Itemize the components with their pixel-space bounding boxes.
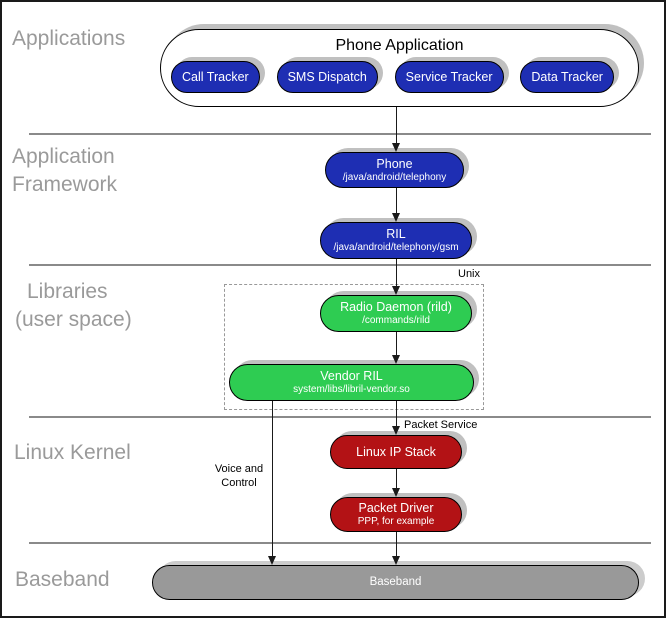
node-call-tracker: Call Tracker	[171, 61, 260, 93]
arrow-phone-to-ril-head	[392, 213, 400, 222]
node-service-tracker: Service Tracker	[394, 61, 504, 93]
node-baseband: Baseband	[152, 565, 639, 600]
node-sms-dispatch: SMS Dispatch	[276, 61, 378, 93]
node-packet-driver-title: Packet Driver	[358, 501, 434, 515]
divider-libraries-kernel	[29, 416, 651, 418]
node-vendor-ril-title: Vendor RIL	[320, 369, 383, 383]
section-label-framework-line1: Application	[12, 145, 115, 168]
node-phone-subtitle: /java/android/telephony	[342, 171, 447, 183]
section-label-libraries: Libraries (user space)	[15, 278, 132, 334]
arrow-vendor-ril-to-baseband	[272, 401, 273, 557]
node-sms-dispatch-label: SMS Dispatch	[287, 70, 367, 84]
section-label-libraries-line2: (user space)	[15, 308, 132, 331]
section-label-baseband: Baseband	[15, 566, 110, 594]
arrow-vendor-ril-to-ip-stack-head	[392, 426, 400, 435]
unix-dashed-box	[224, 284, 484, 410]
arrow-radio-daemon-to-vendor-ril	[396, 332, 397, 356]
voice-control-label-line1: Voice and	[214, 463, 264, 475]
node-data-tracker-label: Data Tracker	[531, 70, 603, 84]
voice-control-label-line2: Control	[221, 477, 257, 489]
node-linux-ip-stack-title: Linux IP Stack	[356, 444, 436, 459]
node-packet-driver: Packet Driver PPP, for example	[330, 497, 462, 532]
arrow-packet-driver-to-baseband	[396, 532, 397, 557]
section-label-application-framework: Application Framework	[12, 143, 117, 199]
node-phone-application-title: Phone Application	[335, 37, 464, 54]
arrow-ip-stack-to-packet-driver-head	[392, 488, 400, 497]
section-label-applications-text: Applications	[12, 27, 126, 50]
divider-kernel-baseband	[29, 542, 651, 544]
packet-service-label: Packet Service	[404, 419, 478, 431]
arrow-phone-to-ril	[396, 188, 397, 214]
node-call-tracker-label: Call Tracker	[182, 70, 249, 84]
voice-control-label: Voice and Control	[210, 462, 268, 490]
node-baseband-label: Baseband	[369, 576, 422, 588]
node-radio-daemon: Radio Daemon (rild) /commands/rild	[320, 295, 472, 332]
arrow-phoneapp-to-phone	[396, 107, 397, 144]
section-label-libraries-line1: Libraries	[27, 280, 108, 303]
node-packet-driver-subtitle: PPP, for example	[357, 516, 435, 527]
unix-label: Unix	[458, 268, 481, 280]
node-phone: Phone /java/android/telephony	[325, 152, 464, 188]
section-label-baseband-text: Baseband	[15, 568, 110, 591]
section-label-applications: Applications	[12, 25, 125, 53]
section-label-linux-kernel-text: Linux Kernel	[14, 441, 131, 464]
phone-application-pills: Call Tracker SMS Dispatch Service Tracke…	[171, 61, 614, 93]
arrow-ril-to-radio-daemon	[396, 259, 397, 287]
node-radio-daemon-title: Radio Daemon (rild)	[340, 300, 452, 314]
arrow-ip-stack-to-packet-driver	[396, 469, 397, 489]
node-phone-application: Phone Application Call Tracker SMS Dispa…	[160, 29, 639, 107]
node-ril-title: RIL	[386, 227, 406, 241]
node-linux-ip-stack: Linux IP Stack	[330, 435, 462, 469]
arrow-packet-driver-to-baseband-head	[392, 556, 400, 565]
section-label-linux-kernel: Linux Kernel	[14, 439, 131, 467]
divider-applications-framework	[29, 133, 651, 135]
arrow-radio-daemon-to-vendor-ril-head	[392, 355, 400, 364]
node-vendor-ril: Vendor RIL system/libs/libril-vendor.so	[229, 364, 474, 401]
section-label-framework-line2: Framework	[12, 173, 118, 196]
arrow-ril-to-radio-daemon-head	[392, 286, 400, 295]
node-radio-daemon-subtitle: /commands/rild	[362, 315, 430, 326]
node-vendor-ril-subtitle: system/libs/libril-vendor.so	[293, 384, 410, 395]
node-phone-title: Phone	[376, 156, 413, 171]
arrow-vendor-ril-to-baseband-head	[268, 556, 276, 565]
node-ril: RIL /java/android/telephony/gsm	[320, 222, 472, 259]
divider-framework-libraries	[29, 264, 651, 266]
node-data-tracker: Data Tracker	[520, 61, 614, 93]
arrow-vendor-ril-to-ip-stack	[396, 401, 397, 427]
arrow-phoneapp-to-phone-head	[392, 143, 400, 152]
node-service-tracker-label: Service Tracker	[405, 70, 493, 84]
node-ril-subtitle: /java/android/telephony/gsm	[333, 242, 459, 253]
